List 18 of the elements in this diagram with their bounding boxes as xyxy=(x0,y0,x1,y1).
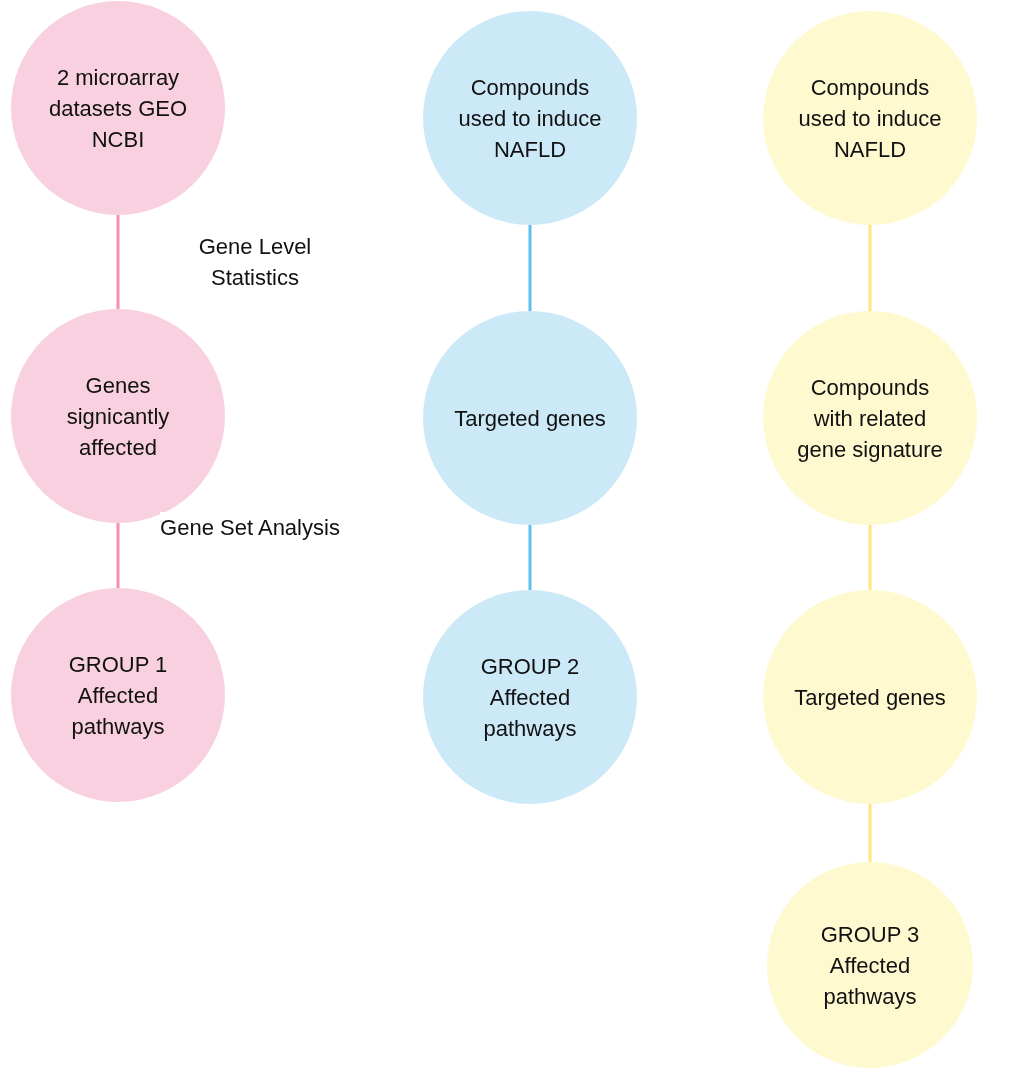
node-text: GROUP 3 Affected pathways xyxy=(819,920,921,1011)
connector-line xyxy=(116,215,120,309)
node-text: Compounds used to induce NAFLD xyxy=(457,73,603,164)
node-text: GROUP 2 Affected pathways xyxy=(479,652,581,743)
edge-label: Gene Set Analysis xyxy=(160,512,340,543)
connector-line xyxy=(868,804,872,862)
connector-line xyxy=(528,225,532,311)
node-text: Targeted genes xyxy=(453,404,607,433)
connector-line xyxy=(868,525,872,590)
connector-line xyxy=(868,225,872,311)
node-text: GROUP 1 Affected pathways xyxy=(67,650,169,741)
connector-line xyxy=(528,525,532,590)
connector-line xyxy=(116,523,120,588)
node-text: Targeted genes xyxy=(793,683,947,712)
node-text: Genes signicantly affected xyxy=(65,371,171,462)
node-text: Compounds used to induce NAFLD xyxy=(797,73,943,164)
node-text: 2 microarray datasets GEO NCBI xyxy=(47,63,189,154)
node-text: Compounds with related gene signature xyxy=(796,373,944,464)
